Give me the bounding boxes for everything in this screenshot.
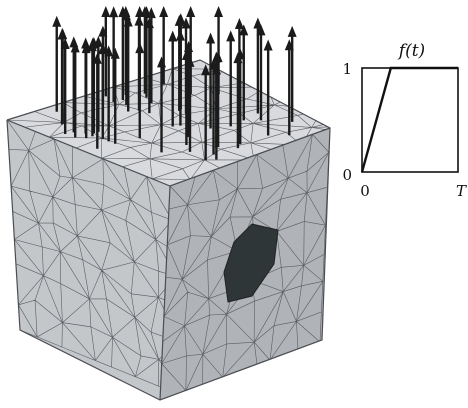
x-tick-left: 0: [360, 182, 370, 200]
load-arrow: [226, 30, 236, 127]
arrow-head: [186, 6, 196, 17]
arrow-head: [104, 45, 114, 57]
load-arrow: [185, 55, 195, 152]
arrow-head: [92, 52, 102, 64]
load-arrow: [98, 43, 108, 140]
arrow-head: [101, 6, 111, 17]
arrow-head: [214, 6, 224, 17]
y-tick-top: 1: [342, 60, 352, 78]
load-arrow: [81, 42, 91, 139]
arrow-head: [174, 14, 184, 26]
arrow-head: [185, 55, 195, 67]
arrow-head: [110, 47, 120, 59]
load-arrow: [256, 24, 266, 121]
meshed-cube: [6, 59, 331, 401]
arrow-head: [60, 37, 70, 49]
load-arrow: [233, 52, 243, 149]
arrow-head: [287, 25, 297, 37]
load-arrow: [60, 37, 70, 134]
load-arrow: [201, 64, 211, 161]
arrow-head: [146, 7, 156, 19]
mesh-triangles: [7, 120, 170, 397]
load-arrow: [253, 17, 263, 114]
front-mesh: [7, 120, 170, 397]
load-arrow: [70, 41, 80, 138]
load-arrow: [239, 24, 249, 121]
load-arrow: [57, 28, 67, 125]
load-arrow: [211, 63, 221, 160]
load-arrow: [157, 56, 167, 153]
cube-edges: [6, 59, 331, 401]
arrow-head: [233, 52, 243, 64]
x-tick-right: T: [456, 182, 467, 200]
load-arrow: [181, 49, 191, 146]
arrow-head: [201, 64, 211, 76]
arrow-head: [135, 42, 145, 54]
cube-front-face: [7, 120, 170, 400]
load-arrow: [146, 7, 156, 104]
arrow-head: [211, 63, 221, 75]
arrow-head: [211, 51, 221, 63]
arrow-head: [81, 37, 91, 49]
arrow-head: [239, 24, 249, 36]
hole-region: [223, 223, 279, 303]
load-arrow: [144, 17, 154, 114]
arrow-head: [175, 29, 185, 41]
arrow-head: [87, 40, 97, 52]
graph-title: f(t): [397, 41, 425, 61]
arrow-head: [263, 39, 273, 51]
y-tick-bottom: 0: [342, 166, 352, 184]
arrow-head: [134, 14, 144, 26]
arrow-head: [181, 17, 191, 29]
load-arrows: [52, 6, 297, 161]
arrow-head: [168, 30, 178, 42]
arrow-head: [206, 32, 216, 44]
load-arrow: [263, 39, 273, 136]
load-arrow: [206, 32, 216, 129]
load-function-graph: f(t) 1 0 0 T: [342, 41, 467, 200]
load-arrow: [123, 15, 133, 112]
arrow-head: [98, 43, 108, 55]
load-arrow: [87, 40, 97, 137]
load-arrow: [175, 29, 185, 126]
load-arrow: [284, 39, 294, 136]
arrow-head: [109, 6, 119, 18]
load-arrow: [135, 42, 145, 139]
arrow-head: [70, 41, 80, 53]
arrow-head: [234, 17, 244, 29]
arrow-head: [157, 56, 167, 68]
arrow-head: [253, 17, 263, 29]
load-arrow: [168, 30, 178, 127]
arrow-head: [284, 39, 294, 51]
arrow-head: [256, 24, 266, 36]
arrow-head: [123, 15, 133, 27]
arrow-head: [98, 25, 108, 37]
arrow-head: [144, 17, 154, 29]
arrow-head: [52, 15, 62, 27]
arrow-head: [81, 42, 91, 54]
load-arrow: [159, 6, 169, 85]
arrow-head: [181, 49, 191, 61]
arrow-head: [226, 30, 236, 42]
load-arrow: [104, 45, 114, 142]
arrow-head: [159, 6, 169, 17]
load-arrow: [52, 15, 62, 112]
load-arrow: [110, 47, 120, 144]
arrow-head: [57, 28, 67, 40]
load-arrow: [92, 52, 102, 149]
cube-top-face: [7, 60, 330, 186]
f-curve: [360, 66, 458, 173]
